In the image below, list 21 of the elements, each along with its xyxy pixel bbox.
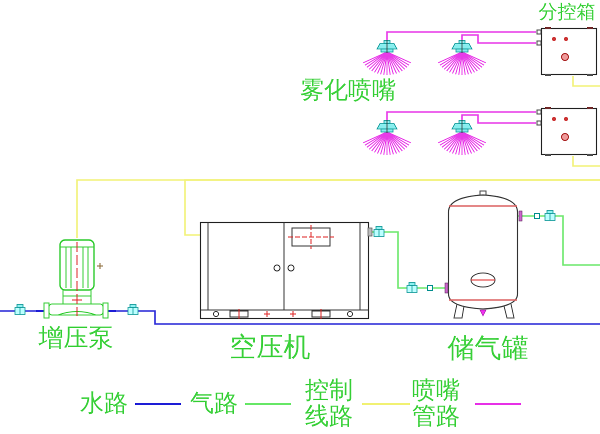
callout-label: 雾化喷嘴 — [300, 78, 396, 104]
legend-label: 气路 — [190, 391, 239, 417]
water-pipe — [116, 310, 600, 325]
water-pipe — [0, 310, 36, 312]
control-wire — [572, 156, 600, 167]
legend-label: 喷嘴管路 — [412, 378, 461, 430]
control-cabinet-drawing — [536, 107, 598, 156]
equipment-label: 储气罐 — [446, 334, 530, 364]
equipment-label: 空压机 — [228, 333, 312, 362]
nozzle-pipe — [461, 114, 536, 124]
control-wire — [572, 76, 600, 87]
cabinet-label: 分控箱 — [538, 2, 596, 23]
nozzle-pipe — [386, 111, 536, 120]
legend-label: 水路 — [80, 391, 129, 417]
air-pipe — [372, 231, 444, 289]
nozzle-pipe — [386, 31, 536, 40]
control-wire — [184, 179, 600, 236]
legend-label: 控制线路 — [305, 378, 354, 430]
nozzle-pipe — [461, 34, 536, 44]
equipment-label: 增压泵 — [38, 324, 114, 351]
air-pipe — [532, 215, 600, 266]
